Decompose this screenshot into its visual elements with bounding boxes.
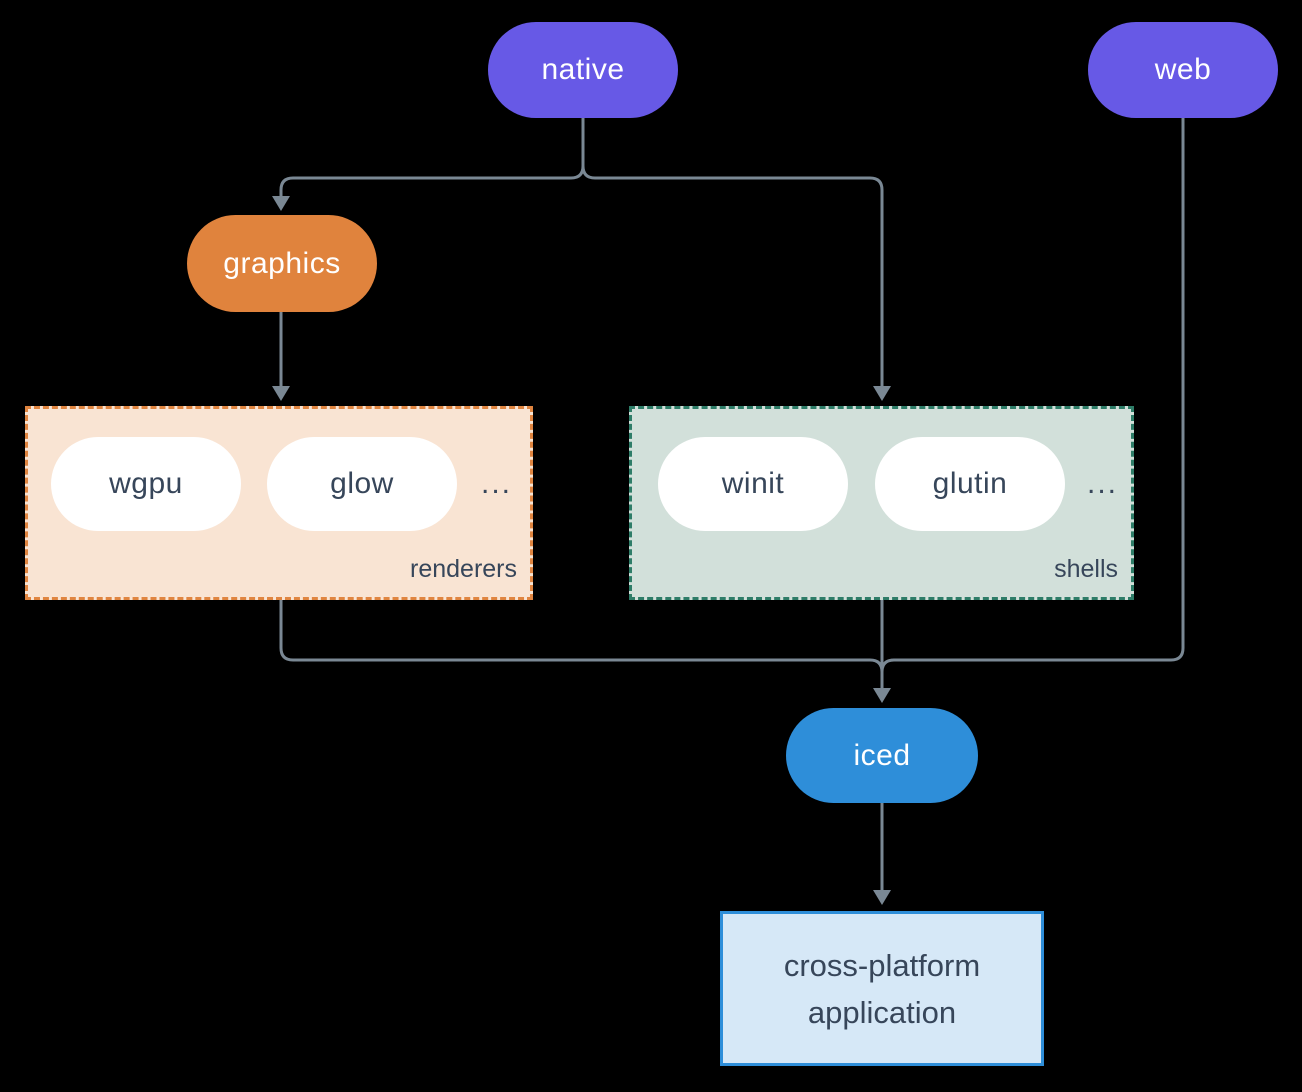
shells-ellipsis: ... bbox=[1087, 467, 1119, 500]
arrowhead-renderers bbox=[272, 386, 290, 401]
node-web: web bbox=[1088, 22, 1278, 118]
group-renderers-label: renderers bbox=[410, 555, 517, 583]
application-label-line1: cross-platform bbox=[783, 947, 981, 983]
arrowhead-graphics bbox=[272, 196, 290, 211]
node-iced-label: iced bbox=[853, 738, 911, 772]
edge-native-graphics bbox=[279, 118, 585, 199]
group-shells-label: shells bbox=[1054, 555, 1118, 583]
node-wgpu: wgpu bbox=[51, 437, 241, 531]
application-label-line2: application bbox=[807, 994, 957, 1030]
arrowhead-application bbox=[873, 890, 891, 905]
group-shells: winit glutin ... shells bbox=[629, 406, 1134, 600]
node-glutin: glutin bbox=[875, 437, 1065, 531]
edge-renderers-iced bbox=[279, 600, 884, 690]
edge-native-shells bbox=[581, 118, 884, 389]
node-glow: glow bbox=[267, 437, 457, 531]
node-graphics-label: graphics bbox=[223, 246, 341, 280]
edge-web-iced bbox=[880, 118, 1185, 690]
node-graphics: graphics bbox=[187, 215, 377, 312]
node-iced: iced bbox=[786, 708, 978, 803]
arrowhead-iced bbox=[873, 688, 891, 703]
node-wgpu-label: wgpu bbox=[109, 467, 183, 500]
node-glow-label: glow bbox=[330, 467, 394, 500]
renderers-ellipsis: ... bbox=[481, 467, 513, 500]
node-native-label: native bbox=[541, 53, 625, 86]
node-winit: winit bbox=[658, 437, 848, 531]
node-winit-label: winit bbox=[721, 467, 785, 500]
node-web-label: web bbox=[1154, 53, 1212, 86]
node-native: native bbox=[488, 22, 678, 118]
node-cross-platform-application: cross-platform application bbox=[720, 911, 1044, 1066]
group-renderers: wgpu glow ... renderers bbox=[25, 406, 533, 600]
arrowhead-shells bbox=[873, 386, 891, 401]
node-glutin-label: glutin bbox=[932, 467, 1008, 500]
